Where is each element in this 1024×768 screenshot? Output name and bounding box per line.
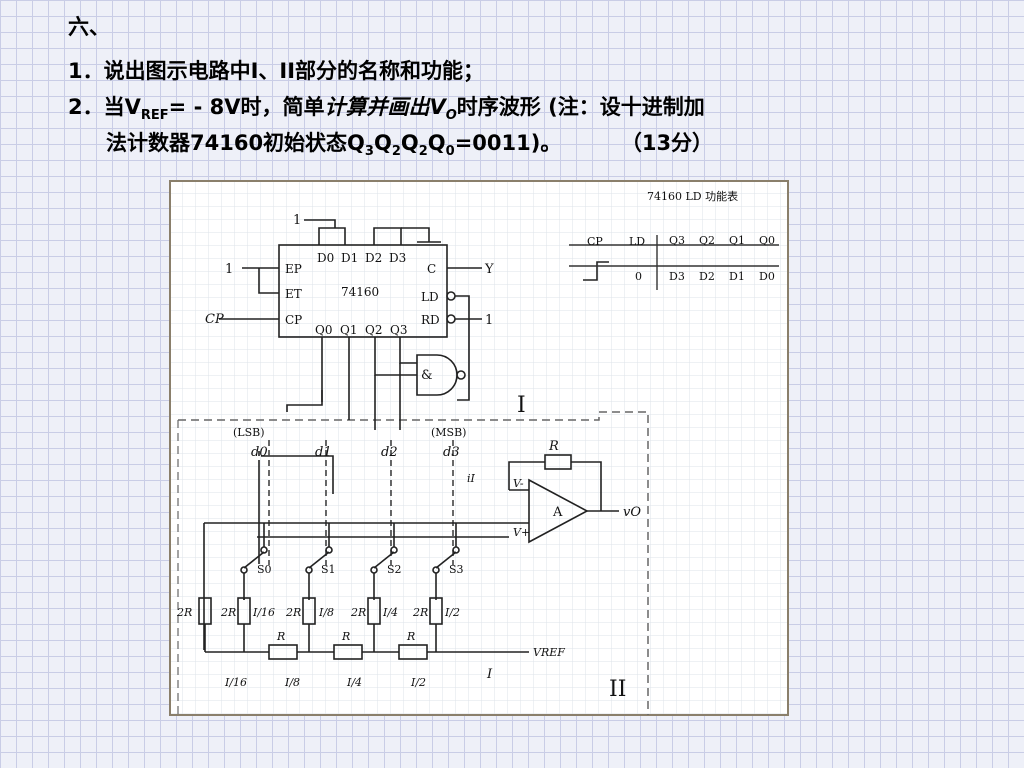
pin-ep: EP [285,262,302,276]
v-minus-label: V- [513,477,524,490]
pin-c: C [427,262,436,276]
pin-q1: Q1 [340,323,357,337]
cp-input-label: CP [205,312,224,327]
table-header-q0: Q0 [759,234,775,247]
switch-s1: S1 [321,563,336,576]
table-cell-d1: D1 [729,270,745,283]
op-amp [528,478,589,544]
figure-grid [169,180,789,716]
bottom-current-1: I/8 [284,676,300,689]
switch-s3: S3 [449,563,464,576]
pin-et: ET [285,287,302,301]
table-cell-ld: 0 [635,270,642,283]
section-divider [178,411,649,715]
chip-name: 74160 [341,285,379,299]
bit-d2: d2 [381,445,398,460]
pin-cp: CP [285,313,302,327]
v-plus-label: V+ [513,526,530,539]
table-header-q3: Q3 [669,234,685,247]
pin-rd: RD [421,313,440,327]
r2-label-3: 2R [350,606,366,619]
branch-current-2: I/4 [382,606,398,619]
question-item-2-cont: 法计数器74160初始状态Q3Q2Q2Q0=0011)。（13分） [106,131,714,160]
total-current-label: I [486,667,493,682]
counter-chip [278,244,448,338]
vo-label: vO [623,505,641,520]
msb-label: (MSB) [431,426,466,439]
pin-d1: D1 [341,251,358,265]
table-header-q2: Q2 [699,234,715,247]
bottom-current-2: I/4 [346,676,362,689]
feedback-r-label: R [548,439,559,454]
pin-d3: D3 [389,251,406,265]
pin-d0: D0 [317,251,334,265]
const-top-label: 1 [293,213,301,228]
ep-input-label: 1 [225,262,233,277]
bottom-current-0: I/16 [224,676,247,689]
pin-d2: D2 [365,251,382,265]
r-label-0: R [276,630,285,643]
part-two-label: II [609,677,626,702]
lsb-label: (LSB) [233,426,265,439]
rd-input-label: 1 [485,313,493,328]
bottom-current-3: I/2 [410,676,426,689]
table-header-q1: Q1 [729,234,745,247]
r2-label-4: 2R [412,606,428,619]
switch-s0: S0 [257,563,272,576]
branch-current-1: I/8 [318,606,334,619]
carry-output-label: Y [484,262,494,277]
table-cell-d2: D2 [699,270,715,283]
question-item-1: 1．说出图示电路中I、II部分的名称和功能； [68,59,485,83]
ii-label: iI [467,472,476,485]
branch-current-0: I/16 [252,606,275,619]
and-gate-label: & [421,368,433,383]
r2-label-0: 2R [176,606,192,619]
table-header-ld: LD [629,235,645,248]
vref-label: VREF [533,646,565,659]
pin-ld: LD [421,290,439,304]
r-label-1: R [341,630,350,643]
pin-q0: Q0 [315,323,332,337]
switch-s2: S2 [387,563,402,576]
table-cell-d3: D3 [669,270,685,283]
question-heading: 六、 [68,15,110,39]
figure-border [169,180,789,716]
table-cell-d0: D0 [759,270,775,283]
bit-d1: d1 [315,445,332,460]
part-one-label: I [517,393,526,418]
pin-q3: Q3 [390,323,407,337]
pin-q2: Q2 [365,323,382,337]
r2-label-2: 2R [285,606,301,619]
r2-label-1: 2R [220,606,236,619]
bit-d3: d3 [443,445,460,460]
bit-d0: d0 [251,445,268,460]
circuit-figure: 74160 LD 功能表 CP LD Q3 Q2 Q1 Q0 0 D3 D2 D… [169,180,789,716]
branch-current-3: I/2 [444,606,460,619]
table-header-cp: CP [587,235,603,248]
table-title: 74160 LD 功能表 [647,189,738,203]
question-item-2: 2．当VREF= - 8V时，简单计算并画出VO时序波形 (注：设十进制加 [68,95,705,124]
r-label-2: R [406,630,415,643]
amp-label: A [552,505,563,520]
